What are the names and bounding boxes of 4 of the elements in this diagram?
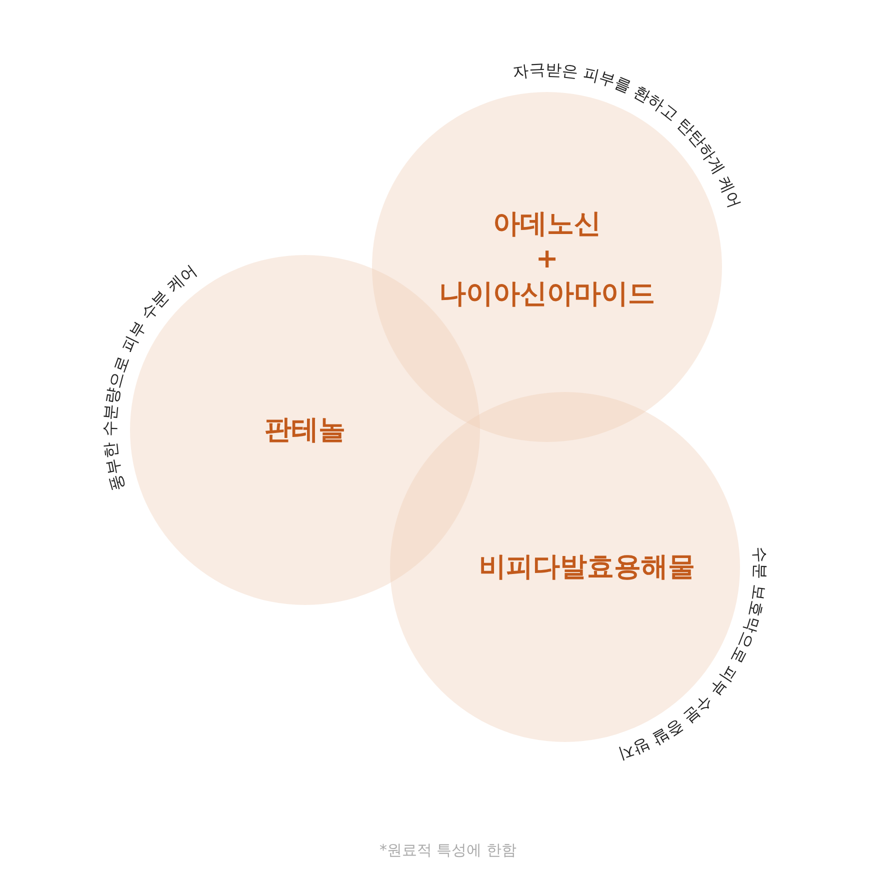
ingredient-name: 비피다발효용해물 xyxy=(479,550,695,584)
ingredient-name: 판테놀 xyxy=(264,413,346,448)
footnote: *원료적 특성에 한함 xyxy=(379,841,517,859)
ingredient-name: 아데노신 + 나이아신아마이드 xyxy=(439,207,655,312)
